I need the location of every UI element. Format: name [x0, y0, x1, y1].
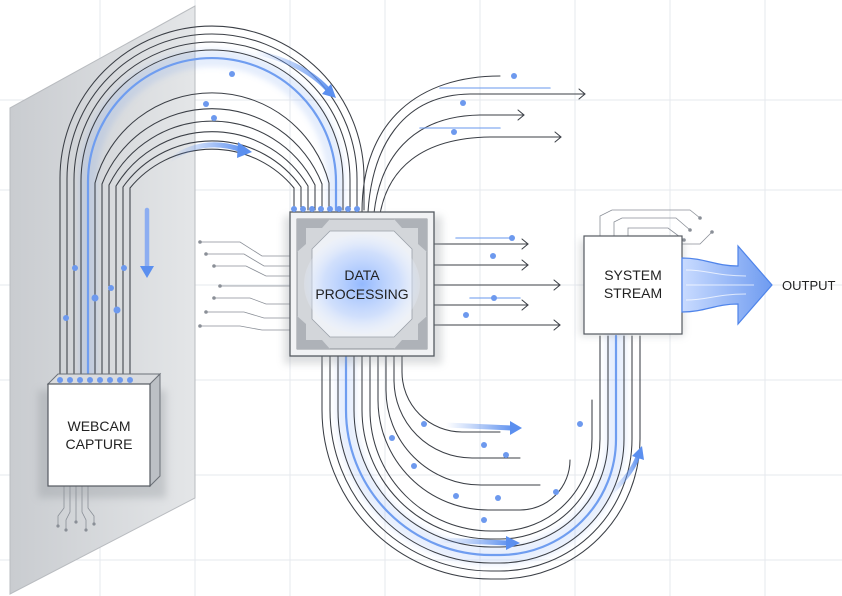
processing-pins [291, 206, 360, 212]
output-label: OUTPUT [782, 278, 836, 293]
left-circuit-traces [198, 240, 291, 331]
flow-arrow-icon [252, 49, 333, 95]
webcam-capture-node: WEBCAM CAPTURE [38, 372, 166, 498]
flow-arrow-icon [167, 142, 245, 163]
stream-label-line2: STREAM [604, 285, 662, 301]
flow-arrow-icon [510, 421, 522, 435]
connector-dots [63, 71, 583, 523]
flow-arrow-icon [437, 537, 511, 546]
flow-arrows [140, 49, 644, 550]
flow-arrow-icon [506, 536, 520, 550]
flow-arrow-icon [237, 142, 252, 158]
data-processing-node: DATA PROCESSING [284, 206, 442, 364]
processing-to-stream-wires [321, 326, 641, 580]
webcam-label-line2: CAPTURE [66, 436, 133, 452]
flow-arrow-icon [140, 266, 154, 278]
webcam-pins [57, 377, 133, 383]
stream-rear-traces [599, 209, 714, 245]
flow-arrow-icon [443, 422, 515, 431]
stream-label-line1: SYSTEM [604, 267, 662, 283]
processing-label-line2: PROCESSING [315, 286, 408, 302]
webcam-label-line1: WEBCAM [68, 418, 131, 434]
system-stream-node: SYSTEM STREAM [580, 235, 684, 336]
middle-output-wires [430, 237, 564, 331]
webcam-to-processing-wires [59, 25, 365, 389]
processing-label-line1: DATA [344, 267, 380, 283]
flow-arrow-icon [322, 84, 336, 98]
upper-output-wires [361, 75, 586, 215]
output-arrow-icon [681, 244, 773, 326]
flow-arrow-icon [632, 446, 644, 460]
flow-arrow-icon [609, 453, 641, 495]
